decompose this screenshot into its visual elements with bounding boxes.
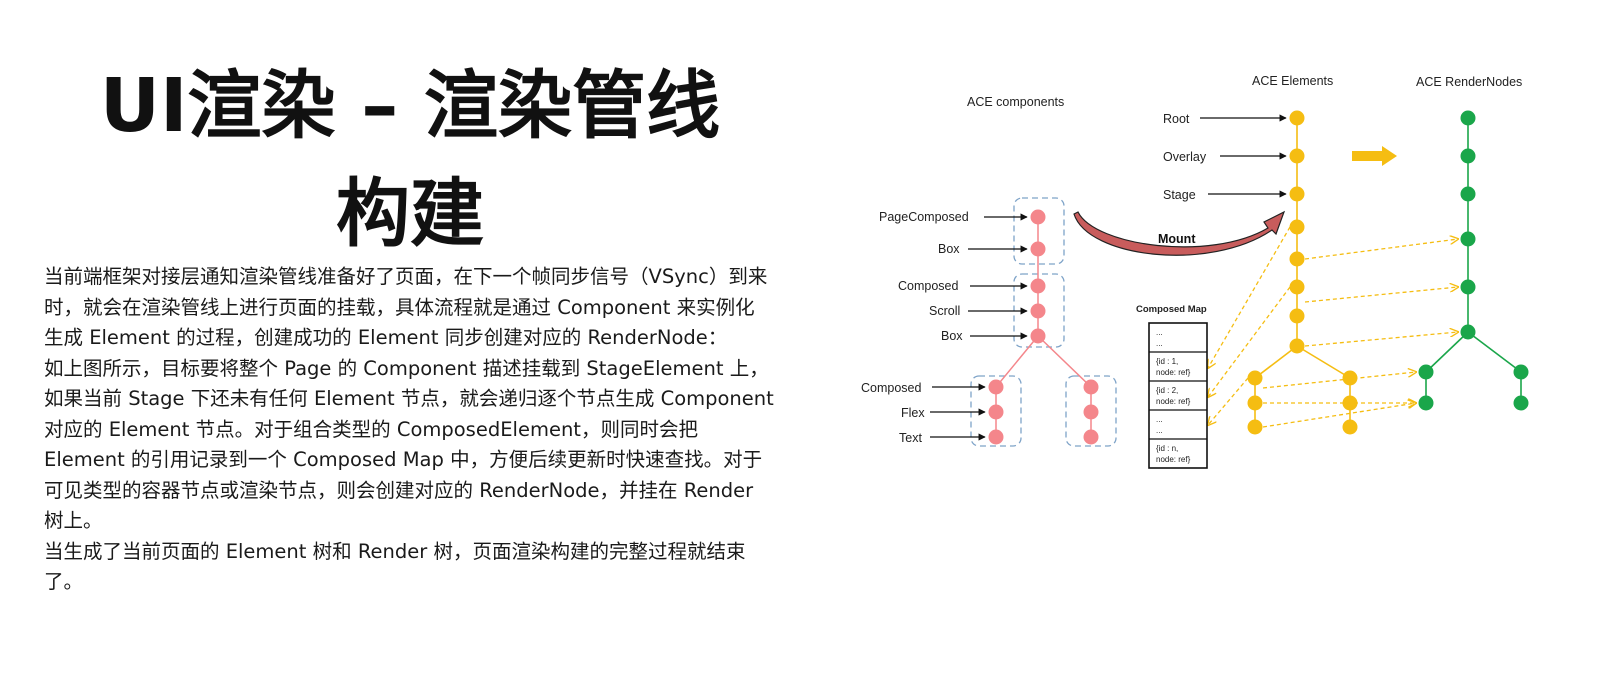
group-box-composed-left <box>970 375 1022 447</box>
map-cell-3b: node: ref} <box>1156 397 1191 406</box>
body-text: 当前端框架对接层通知渲染管线准备好了页面，在下一个帧同步信号（VSync）到来时… <box>44 262 774 598</box>
group-box-composed-right <box>1065 375 1117 447</box>
element-stage <box>1289 186 1305 202</box>
render-node-8 <box>1418 395 1434 411</box>
component-label-arrows <box>930 213 1028 441</box>
mount-arrow <box>1073 210 1286 256</box>
node-right-3 <box>1083 429 1099 445</box>
elements-to-rendernodes-arrow <box>1352 146 1397 166</box>
node-box-1 <box>1030 241 1046 257</box>
label-box-2: Box <box>941 329 963 343</box>
element-root <box>1289 110 1305 126</box>
map-cell-5b: node: ref} <box>1156 455 1191 464</box>
label-composed-2: Composed <box>861 381 921 395</box>
label-box-1: Box <box>938 242 960 256</box>
render-node-1 <box>1460 110 1476 126</box>
render-node-7 <box>1418 364 1434 380</box>
paragraph-3: 当生成了当前页面的 Element 树和 Render 树，页面渲染构建的完整过… <box>44 539 746 594</box>
element-overlay <box>1289 148 1305 164</box>
label-root: Root <box>1163 112 1190 126</box>
element-node-4 <box>1289 219 1305 235</box>
element-labels: Root Overlay Stage <box>1163 112 1207 202</box>
element-node-14 <box>1342 419 1358 435</box>
render-node-9 <box>1513 364 1529 380</box>
page-title-line1: UI渲染 – 渲染管线 <box>99 63 721 149</box>
label-composed-1: Composed <box>898 279 958 293</box>
node-text <box>988 429 1004 445</box>
mount-label: Mount <box>1158 232 1196 246</box>
paragraph-1: 当前端框架对接层通知渲染管线准备好了页面，在下一个帧同步信号（VSync）到来时… <box>44 265 768 349</box>
composed-map-table: ... ... {id : 1, node: ref} {id : 2, nod… <box>1148 322 1208 469</box>
render-pipeline-diagram: ACE components ACE Elements ACE RenderNo… <box>861 74 1529 469</box>
label-scroll: Scroll <box>929 304 960 318</box>
render-node-5 <box>1460 279 1476 295</box>
node-right-2 <box>1083 404 1099 420</box>
node-scroll <box>1030 303 1046 319</box>
render-node-3 <box>1460 186 1476 202</box>
page-title-line2: 构建 <box>336 171 484 257</box>
map-cell-1b: ... <box>1156 339 1163 348</box>
node-flex <box>988 404 1004 420</box>
render-nodes <box>1418 110 1529 411</box>
map-cell-2a: {id : 1, <box>1156 357 1178 366</box>
map-cell-4b: ... <box>1156 426 1163 435</box>
composed-map-title: Composed Map <box>1136 304 1207 315</box>
map-cell-2b: node: ref} <box>1156 368 1191 377</box>
map-cell-3a: {id : 2, <box>1156 386 1178 395</box>
component-labels: PageComposed Box Composed Scroll Box Com… <box>861 210 969 445</box>
component-nodes <box>988 209 1099 445</box>
element-node-8 <box>1289 338 1305 354</box>
element-node-9 <box>1247 370 1263 386</box>
render-node-10 <box>1513 395 1529 411</box>
page-title: UI渲染 – 渲染管线 构建 <box>40 52 780 268</box>
node-box-2 <box>1030 328 1046 344</box>
paragraph-2: 如上图所示，目标要将整个 Page 的 Component 描述挂载到 Stag… <box>44 356 774 533</box>
element-node-7 <box>1289 308 1305 324</box>
label-flex: Flex <box>901 406 925 420</box>
label-stage: Stage <box>1163 188 1196 202</box>
ace-rendernodes-label: ACE RenderNodes <box>1416 75 1522 89</box>
render-node-2 <box>1460 148 1476 164</box>
element-nodes <box>1247 110 1358 435</box>
ace-components-label: ACE components <box>967 95 1064 109</box>
node-composed-1 <box>1030 278 1046 294</box>
group-box-page <box>1013 197 1065 265</box>
element-label-arrows <box>1200 114 1287 198</box>
label-overlay: Overlay <box>1163 150 1207 164</box>
element-to-render-links <box>1262 239 1458 428</box>
map-cell-4a: ... <box>1156 415 1163 424</box>
node-composed-2 <box>988 379 1004 395</box>
element-to-map-links <box>1208 226 1291 425</box>
element-node-12 <box>1342 370 1358 386</box>
node-right-1 <box>1083 379 1099 395</box>
element-node-10 <box>1247 395 1263 411</box>
element-node-5 <box>1289 251 1305 267</box>
label-page-composed: PageComposed <box>879 210 969 224</box>
render-node-4 <box>1460 231 1476 247</box>
node-page-composed <box>1030 209 1046 225</box>
render-node-6 <box>1460 324 1476 340</box>
map-cell-1a: ... <box>1156 328 1163 337</box>
element-node-11 <box>1247 419 1263 435</box>
label-text: Text <box>899 431 922 445</box>
element-node-6 <box>1289 279 1305 295</box>
ace-elements-label: ACE Elements <box>1252 74 1333 88</box>
map-cell-5a: {id : n, <box>1156 444 1178 453</box>
